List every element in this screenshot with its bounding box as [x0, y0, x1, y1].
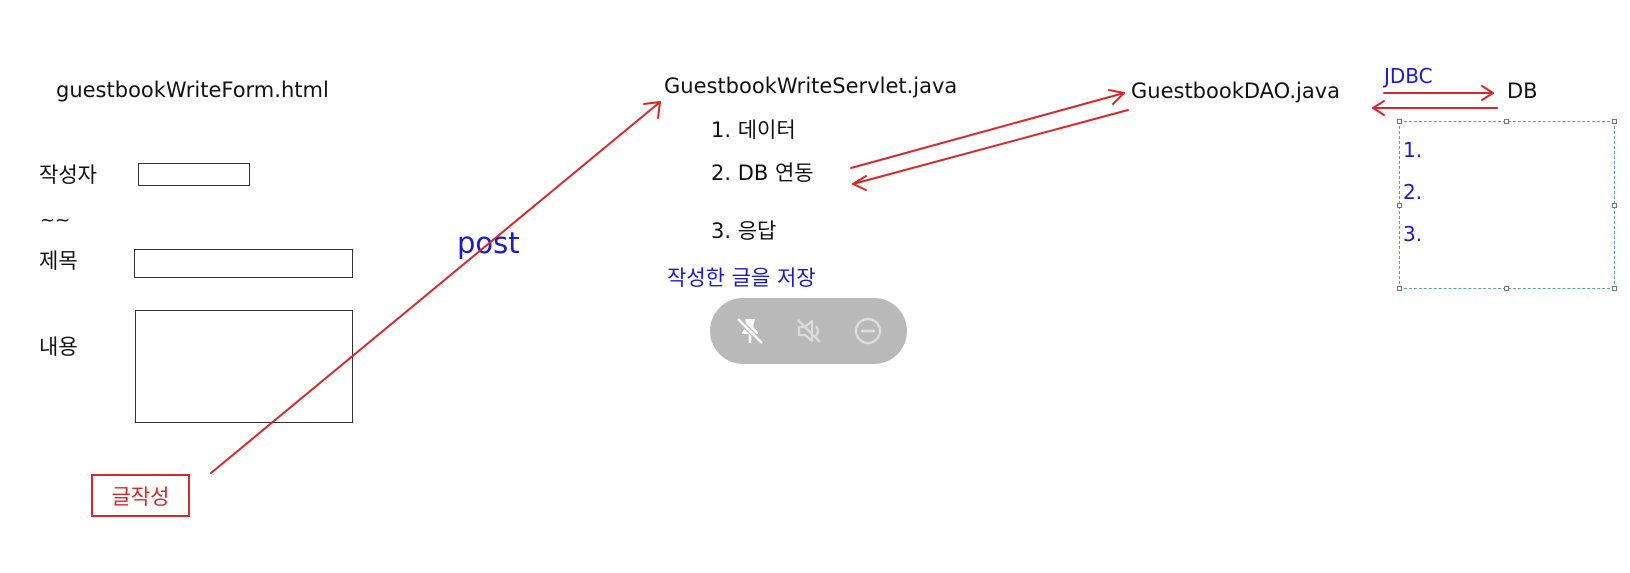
servlet-to-dao-arrow — [850, 92, 1125, 169]
resize-handle[interactable] — [1504, 286, 1509, 291]
resize-handle[interactable] — [1397, 286, 1402, 291]
dao-title: GuestbookDAO.java — [1131, 79, 1341, 103]
servlet-title: GuestbookWriteServlet.java — [664, 74, 958, 98]
floating-toolbar — [710, 298, 907, 364]
servlet-step-2: 2. DB 연동 — [711, 161, 814, 185]
db-label: DB — [1507, 79, 1538, 103]
tilde-text: ~~ — [40, 210, 71, 231]
mute-icon[interactable] — [789, 311, 829, 351]
servlet-to-dao-arrow-head — [1108, 89, 1125, 105]
subject-label: 제목 — [39, 249, 78, 273]
submit-button[interactable]: 글작성 — [91, 474, 190, 517]
servlet-step-1: 1. 데이터 — [711, 118, 796, 142]
post-arrow — [210, 101, 661, 474]
servlet-step-3: 3. 응답 — [711, 219, 777, 243]
resize-handle[interactable] — [1612, 203, 1617, 208]
resize-handle[interactable] — [1612, 119, 1617, 124]
dao-to-servlet-arrow-head — [852, 175, 867, 191]
content-textarea[interactable] — [135, 310, 353, 423]
dao-to-servlet-arrow — [852, 109, 1129, 185]
dao-list-item-1: 1. — [1403, 138, 1423, 162]
resize-handle[interactable] — [1397, 119, 1402, 124]
author-input[interactable] — [138, 163, 250, 186]
author-label: 작성자 — [39, 163, 97, 187]
dao-to-db-arrow-head — [1481, 85, 1494, 101]
jdbc-label: JDBC — [1384, 64, 1433, 88]
resize-handle[interactable] — [1397, 203, 1402, 208]
unpin-icon[interactable] — [730, 311, 770, 351]
post-arrow-head — [643, 101, 661, 119]
dao-list-item-3: 3. — [1403, 222, 1423, 246]
resize-handle[interactable] — [1504, 119, 1509, 124]
dao-list-item-2: 2. — [1403, 180, 1423, 204]
servlet-note: 작성한 글을 저장 — [667, 266, 816, 290]
content-label: 내용 — [39, 335, 78, 359]
form-title: guestbookWriteForm.html — [56, 78, 329, 102]
db-to-dao-arrow-head — [1372, 100, 1385, 116]
minus-circle-icon[interactable] — [848, 311, 888, 351]
resize-handle[interactable] — [1612, 286, 1617, 291]
subject-input[interactable] — [134, 249, 353, 278]
